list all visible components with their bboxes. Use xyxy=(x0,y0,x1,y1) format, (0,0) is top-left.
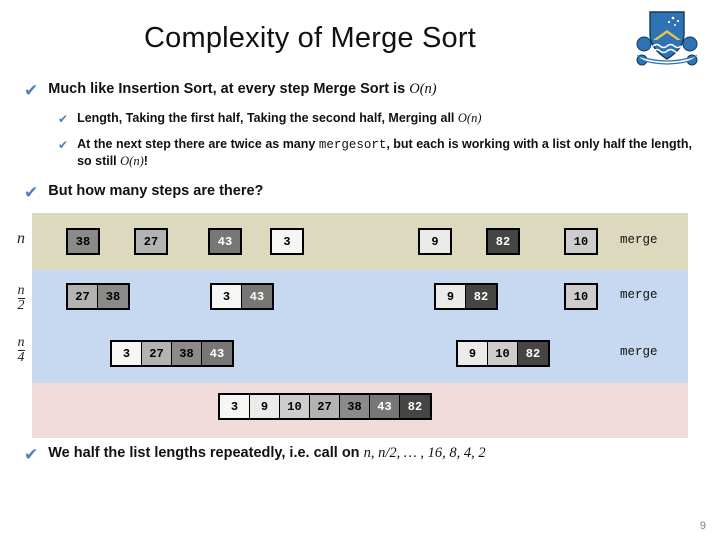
value-cell: 38 xyxy=(68,230,98,253)
merge-label: merge xyxy=(620,345,658,359)
sublist-group: 38 xyxy=(66,228,100,255)
bullet-3-text: We half the list lengths repeatedly, i.e… xyxy=(48,444,485,462)
value-cell: 10 xyxy=(488,342,518,365)
value-cell: 82 xyxy=(466,285,496,308)
bullet-1-2-code: mergesort xyxy=(318,138,387,152)
bullet-1-pre: Much like Insertion Sort, at every step … xyxy=(48,81,410,97)
bullet-1-2-mid: , but each is working with a list only h… xyxy=(77,137,692,169)
bullet-item-3: ✔ We half the list lengths repeatedly, i… xyxy=(24,444,704,463)
bullet-1-1-text: Length, Taking the first half, Taking th… xyxy=(77,110,481,126)
value-cell: 9 xyxy=(436,285,466,308)
sublist-group: 9 xyxy=(418,228,452,255)
value-cell: 38 xyxy=(340,395,370,418)
value-cell: 10 xyxy=(566,285,596,308)
bullet-1-2-post: ! xyxy=(143,154,148,169)
fraction-numerator: n xyxy=(17,283,25,298)
value-cell: 10 xyxy=(280,395,310,418)
fraction-numerator: n xyxy=(17,335,25,350)
sublist-group: 10 xyxy=(564,283,598,310)
value-cell: 27 xyxy=(68,285,98,308)
fraction-denominator: 4 xyxy=(17,350,25,365)
value-cell: 3 xyxy=(272,230,302,253)
bullet-1-2-pre: At the next step there are twice as many xyxy=(77,137,319,151)
value-cell: 43 xyxy=(242,285,272,308)
bullet-1-math: O(n) xyxy=(409,81,437,97)
check-icon: ✔ xyxy=(58,138,69,152)
anu-crest-icon xyxy=(628,6,706,72)
merge-label: merge xyxy=(620,288,658,302)
value-cell: 43 xyxy=(210,230,240,253)
value-cell: 9 xyxy=(250,395,280,418)
sublist-group: 82 xyxy=(486,228,520,255)
fraction: n 4 xyxy=(17,335,25,365)
check-icon: ✔ xyxy=(24,445,39,464)
value-cell: 38 xyxy=(98,285,128,308)
bullet-item-1-2: ✔ At the next step there are twice as ma… xyxy=(58,136,698,170)
value-cell: 82 xyxy=(488,230,518,253)
bullet-item-2: ✔ But how many steps are there? xyxy=(24,182,684,201)
page-title: Complexity of Merge Sort xyxy=(144,22,476,54)
value-cell: 82 xyxy=(400,395,430,418)
bullet-item-1-1: ✔ Length, Taking the first half, Taking … xyxy=(58,110,688,126)
value-cell: 43 xyxy=(370,395,400,418)
bullet-1-2-math: O(n) xyxy=(120,154,144,169)
bullet-1-2-text: At the next step there are twice as many… xyxy=(77,136,698,170)
level-label-n: n xyxy=(17,230,25,247)
sublist-group: 3 xyxy=(270,228,304,255)
merge-label: merge xyxy=(620,233,658,247)
fraction: n 2 xyxy=(17,283,25,313)
check-icon: ✔ xyxy=(58,112,69,126)
value-cell: 27 xyxy=(136,230,166,253)
value-cell: 3 xyxy=(112,342,142,365)
value-cell: 43 xyxy=(202,342,232,365)
check-icon: ✔ xyxy=(24,183,39,202)
value-cell: 27 xyxy=(310,395,340,418)
level-label-n-over-2: n 2 xyxy=(4,284,38,314)
sublist-group: 10 xyxy=(564,228,598,255)
bullet-1-1-pre: Length, Taking the first half, Taking th… xyxy=(77,111,458,125)
fraction-denominator: 2 xyxy=(17,298,25,313)
value-cell: 38 xyxy=(172,342,202,365)
value-cell: 10 xyxy=(566,230,596,253)
sublist-group: 27 xyxy=(134,228,168,255)
bullet-3-pre: We half the list lengths repeatedly, i.e… xyxy=(48,445,364,461)
bullet-2-text: But how many steps are there? xyxy=(48,183,264,199)
value-cell: 9 xyxy=(420,230,450,253)
value-cell: 27 xyxy=(142,342,172,365)
value-cell: 3 xyxy=(220,395,250,418)
check-icon: ✔ xyxy=(24,81,39,100)
bullet-item-1: ✔ Much like Insertion Sort, at every ste… xyxy=(24,80,684,99)
level-label-n-over-4: n 4 xyxy=(4,336,38,366)
bullet-1-text: Much like Insertion Sort, at every step … xyxy=(48,80,436,98)
value-cell: 3 xyxy=(212,285,242,308)
bullet-3-math: n, n/2, … , 16, 8, 4, 2 xyxy=(363,445,486,461)
value-cell: 82 xyxy=(518,342,548,365)
value-cell: 9 xyxy=(458,342,488,365)
slide-number: 9 xyxy=(699,520,706,532)
bullet-1-1-math: O(n) xyxy=(457,111,482,125)
sublist-group: 43 xyxy=(208,228,242,255)
